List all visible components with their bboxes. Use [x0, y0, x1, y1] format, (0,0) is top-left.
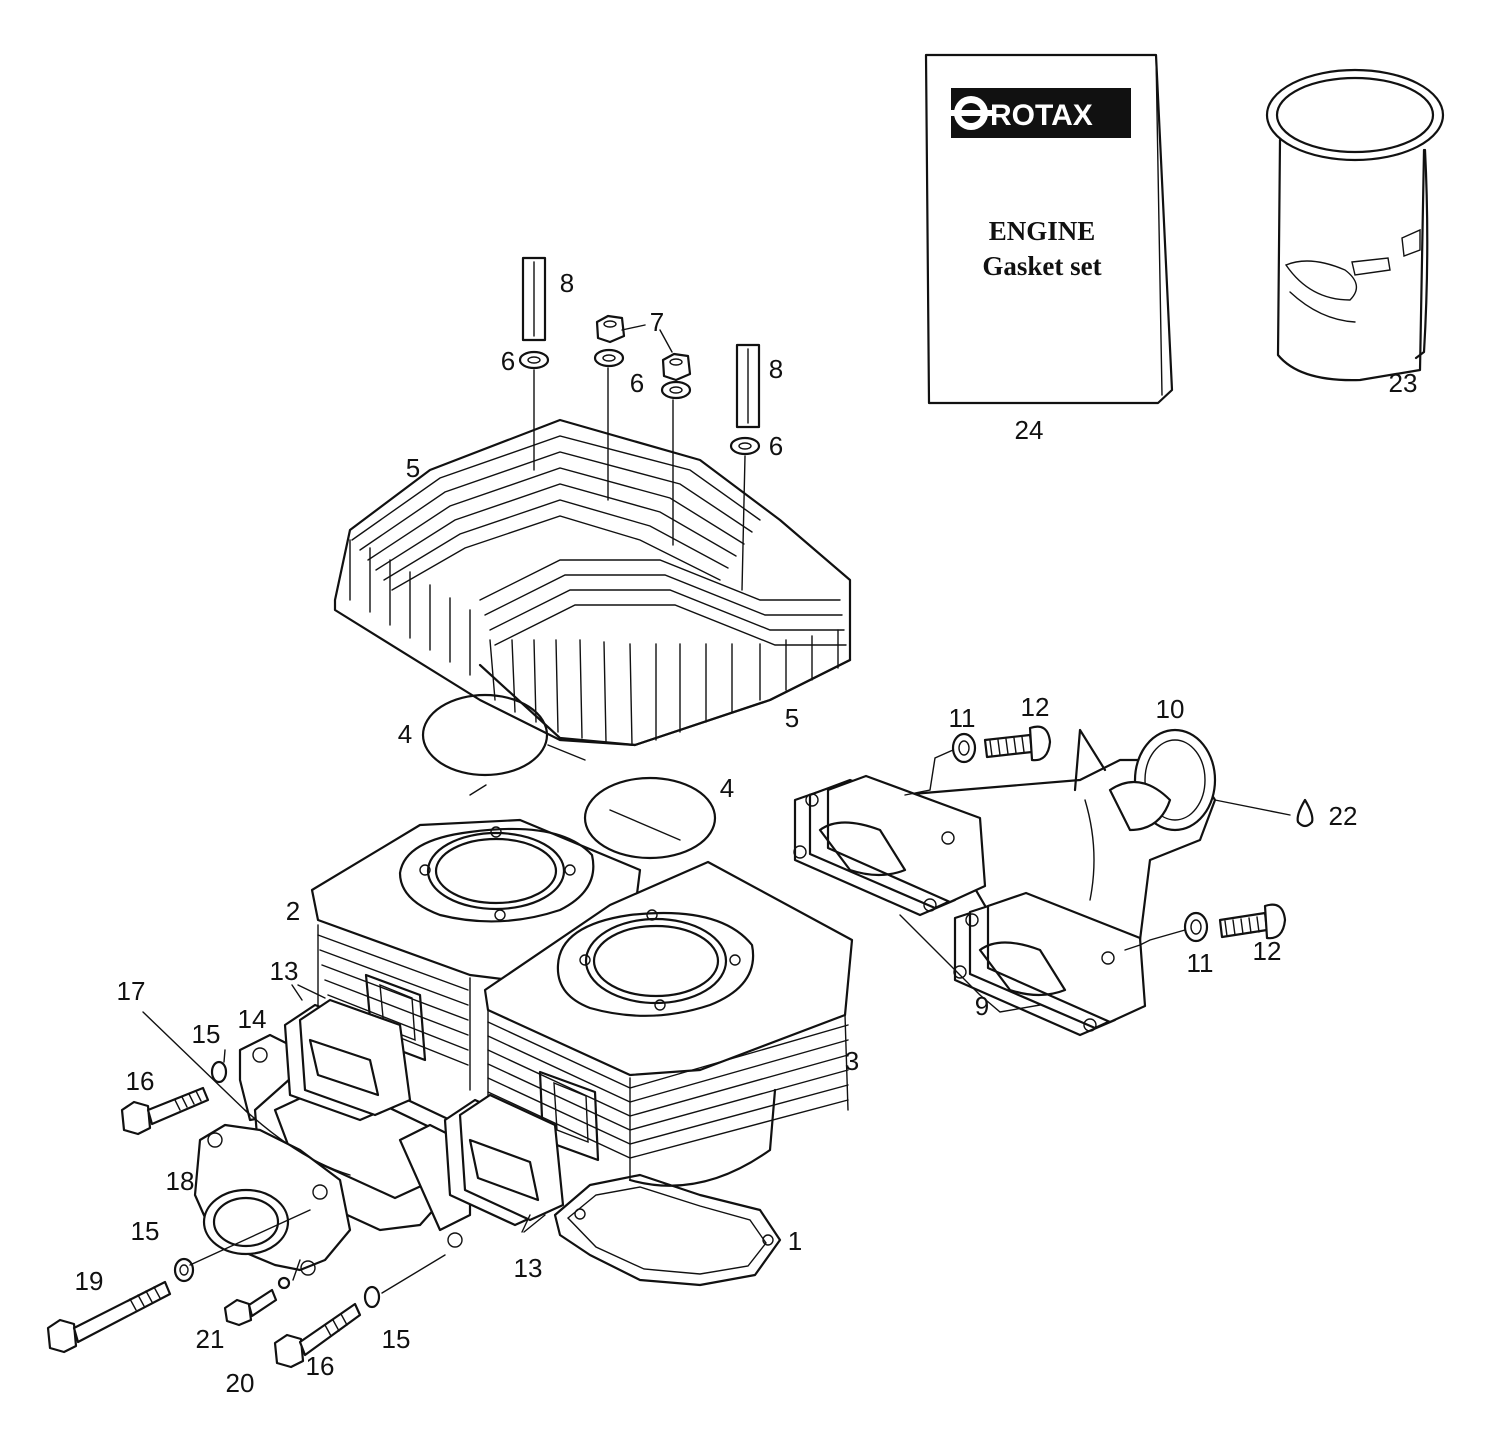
callout-8b: 8 [769, 354, 783, 384]
callout-6c: 6 [769, 431, 783, 461]
exhaust-gaskets [793, 774, 1147, 1037]
gasket-set-booklet: ROTAX ENGINE Gasket set [924, 53, 1174, 405]
callout-5a: 5 [406, 453, 420, 483]
callout-14: 14 [238, 1004, 267, 1034]
booklet-title-gasket-set: Gasket set [982, 251, 1101, 281]
rotax-logo: ROTAX [950, 88, 1131, 138]
callout-6b: 6 [630, 368, 644, 398]
callout-5b: 5 [785, 703, 799, 733]
callout-4b: 4 [720, 773, 734, 803]
callout-19: 19 [75, 1266, 104, 1296]
intake-fasteners [46, 1011, 446, 1369]
callout-2: 2 [286, 896, 300, 926]
base-gasket [553, 1173, 782, 1287]
callout-16b: 16 [306, 1351, 335, 1381]
callout-22: 22 [1329, 801, 1358, 831]
callout-10: 10 [1156, 694, 1185, 724]
callout-3: 3 [845, 1046, 859, 1076]
intake-gaskets [283, 998, 565, 1227]
callout-16a: 16 [126, 1066, 155, 1096]
callout-11b: 11 [1187, 948, 1214, 978]
callout-4a: 4 [398, 719, 412, 749]
callout-18: 18 [166, 1166, 195, 1196]
leader-lines [291, 914, 1141, 1233]
callout-23: 23 [1389, 368, 1418, 398]
cylinder-right [483, 860, 854, 1187]
callout-20: 20 [226, 1368, 255, 1398]
callout-13b: 13 [514, 1253, 543, 1283]
callout-labels: 1 2 3 4 4 5 5 6 6 6 7 8 8 9 10 11 11 12 … [75, 268, 1418, 1398]
cylinder-sleeve [1265, 68, 1445, 382]
callout-15c: 15 [382, 1324, 411, 1354]
callout-8a: 8 [560, 268, 574, 298]
rotax-brand-text: ROTAX [990, 99, 1093, 132]
callout-17: 17 [117, 976, 146, 1006]
exhaust-fasteners [904, 725, 1287, 946]
callout-1: 1 [788, 1226, 802, 1256]
callout-12b: 12 [1253, 936, 1282, 966]
head-hardware [518, 256, 761, 591]
callout-6a: 6 [501, 346, 515, 376]
callout-7: 7 [650, 307, 664, 337]
callout-12a: 12 [1021, 692, 1050, 722]
booklet-title-engine: ENGINE [989, 216, 1096, 246]
callout-15a: 15 [192, 1019, 221, 1049]
callout-13a: 13 [270, 956, 299, 986]
callout-15b: 15 [131, 1216, 160, 1246]
callout-21: 21 [196, 1324, 225, 1354]
callout-24: 24 [1015, 415, 1044, 445]
sealant-drop [1214, 798, 1314, 828]
callout-9: 9 [975, 991, 989, 1021]
head-gasket-rings [421, 693, 717, 860]
callout-11a: 11 [949, 703, 976, 733]
cylinder-head [333, 418, 852, 747]
